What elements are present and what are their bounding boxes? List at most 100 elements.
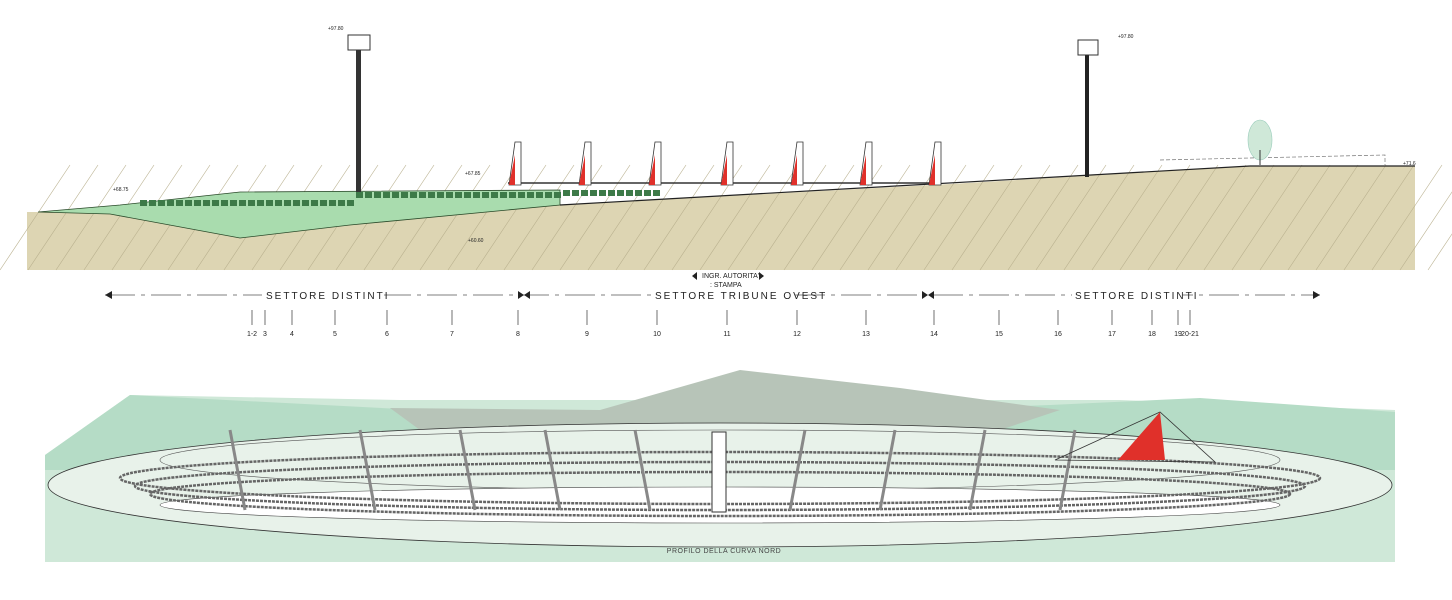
roof-mast-red [579, 155, 585, 185]
fence-line [1159, 154, 1386, 165]
sector-label: SETTORE TRIBUNE OVEST [655, 291, 827, 302]
seat-block [365, 192, 372, 198]
hatch-line [0, 164, 71, 271]
hatch-line [419, 164, 491, 271]
tick-label: 16 [1054, 331, 1062, 338]
seat-block [635, 190, 642, 196]
seat-block [590, 190, 597, 196]
entrance-label: INGR. AUTORITA' [702, 273, 759, 280]
tick-label: 1-2 [247, 331, 257, 338]
seat-block [473, 192, 480, 198]
tick-label: 14 [930, 331, 938, 338]
seat-block [428, 192, 435, 198]
seat-block [437, 192, 444, 198]
roof-support [1058, 429, 1077, 511]
elevation-label: +97.80 [1118, 34, 1134, 40]
tick-label: 4 [290, 331, 294, 338]
tick-label: 19 [1174, 331, 1182, 338]
roof-support [358, 429, 377, 511]
hatch-line [1175, 164, 1247, 271]
hatch-line [1259, 164, 1331, 271]
light-tower-left [347, 34, 371, 192]
seat-block [329, 200, 336, 206]
seat-block [464, 192, 471, 198]
roof-mast-red [791, 155, 797, 185]
hatch-line [1091, 164, 1163, 271]
seat-block [149, 200, 156, 206]
tick-label: 6 [385, 331, 389, 338]
elevation-label: +97.80 [328, 26, 344, 32]
roof-mast-red [860, 155, 866, 185]
mountain [390, 370, 1060, 430]
tick-label: 18 [1148, 331, 1156, 338]
seat-block [626, 190, 633, 196]
stadium-perspective: PROFILO DELLA CURVA NORD [45, 370, 1395, 562]
seat-block [617, 190, 624, 196]
entrance-label: : STAMPA [710, 282, 742, 289]
roof-support [543, 429, 562, 511]
tick-label: 10 [653, 331, 661, 338]
roof-masts [508, 141, 942, 186]
elevation-label: +67.85 [465, 171, 481, 177]
tick-label: 8 [516, 331, 520, 338]
seat-block [302, 200, 309, 206]
seat-block [518, 192, 525, 198]
hatch-line [951, 164, 1023, 271]
seat-block [608, 190, 615, 196]
seat-block [239, 200, 246, 206]
seat-block [410, 192, 417, 198]
seat-block [599, 190, 606, 196]
seat-block [293, 200, 300, 206]
tick-label: 9 [585, 331, 589, 338]
seat-block [257, 200, 264, 206]
hatch-line [923, 164, 995, 271]
seat-block [167, 200, 174, 206]
ground-fill [27, 166, 1415, 270]
seat-block [212, 200, 219, 206]
seat-block [374, 192, 381, 198]
seat-block [419, 192, 426, 198]
seat-block [563, 190, 570, 196]
hatch-line [447, 164, 519, 271]
seat-block [248, 200, 255, 206]
seat-block [554, 192, 561, 198]
sector-dimension-line: SETTORE DISTINTI SETTORE TRIBUNE OVEST S… [105, 272, 1320, 302]
tick-label: 20-21 [1181, 331, 1199, 338]
hatch-line [1399, 191, 1452, 271]
curva-nord-roof [1054, 411, 1217, 463]
hatch-line [83, 164, 155, 271]
seat-rows [140, 190, 660, 206]
seat-block [482, 192, 489, 198]
roof-mast-red [649, 155, 655, 185]
seat-block [320, 200, 327, 206]
seat-block [545, 192, 552, 198]
seat-block [401, 192, 408, 198]
ground-line [559, 165, 1251, 206]
seat-block [221, 200, 228, 206]
seat-block [311, 200, 318, 206]
seat-block [266, 200, 273, 206]
hatch-line [27, 164, 99, 271]
hatch-line [1427, 233, 1452, 271]
seat-block [203, 200, 210, 206]
roof-support [788, 429, 807, 511]
elevation-label: +68.75 [113, 187, 129, 193]
seat-block [140, 200, 147, 206]
elevation-label: +71.6 [1403, 161, 1416, 167]
tick-label: 13 [862, 331, 870, 338]
seat-block [158, 200, 165, 206]
seat-block [527, 192, 534, 198]
seat-block [446, 192, 453, 198]
tick-label: 15 [995, 331, 1003, 338]
roof-support [878, 429, 897, 511]
seat-block [500, 192, 507, 198]
tick-label: 5 [333, 331, 337, 338]
seat-block [491, 192, 498, 198]
longitudinal-section: +97.80 +97.80 +68.75 +67.85 +60.60 +71.6 [0, 26, 1452, 271]
hatch-line [55, 164, 127, 271]
seat-block [185, 200, 192, 206]
roof-mast-red [929, 155, 935, 185]
hatch-line [1035, 164, 1107, 271]
sector-label: SETTORE DISTINTI [266, 291, 390, 302]
hatch-line [979, 164, 1051, 271]
